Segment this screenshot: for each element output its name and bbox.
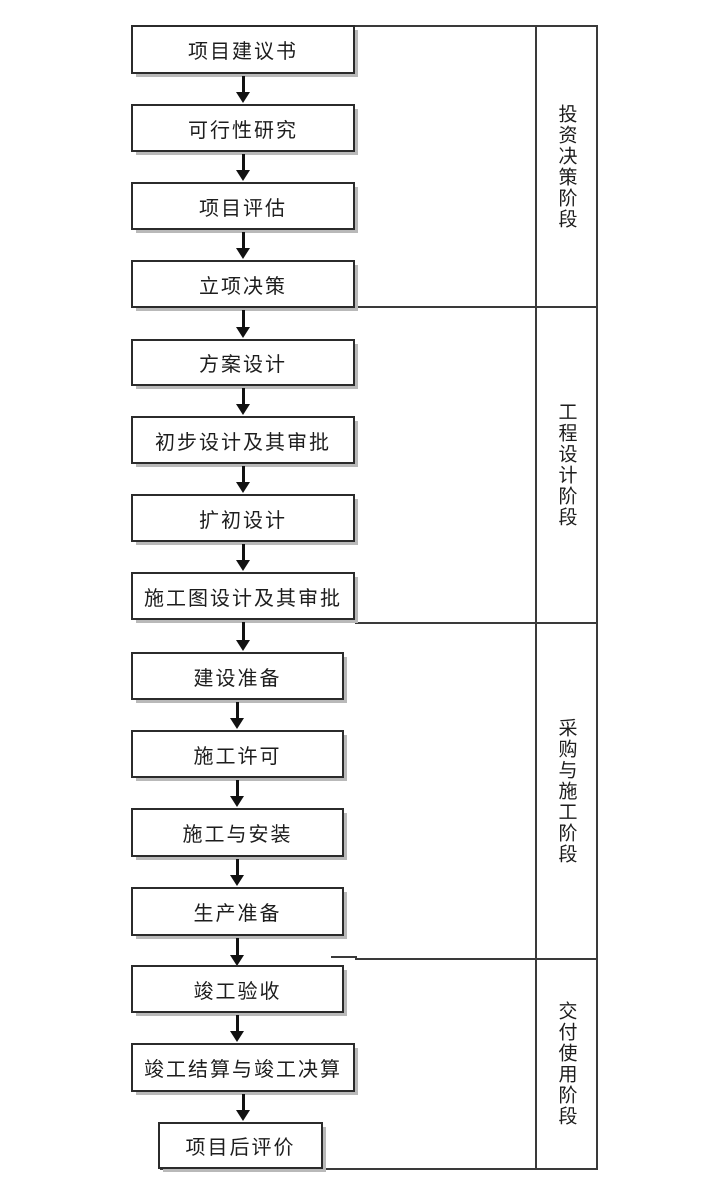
- flow-node-1[interactable]: 项目建议书: [131, 25, 355, 74]
- flow-node-10[interactable]: 施工许可: [131, 730, 344, 778]
- phase-label-4: 交付使用阶段: [555, 1001, 578, 1127]
- flow-node-4[interactable]: 立项决策: [131, 260, 355, 308]
- phase-divider-1: [355, 306, 598, 308]
- flow-arrow-5: [235, 388, 251, 415]
- flow-node-9[interactable]: 建设准备: [131, 652, 344, 700]
- flow-arrow-12: [229, 938, 245, 966]
- flow-arrow-7: [235, 544, 251, 571]
- phase-divider-2: [355, 622, 598, 624]
- phase-table-column-divider: [535, 25, 537, 1170]
- phase-label-1: 投资决策阶段: [555, 103, 578, 230]
- flow-arrow-4: [235, 310, 251, 338]
- phase-divider-3: [355, 958, 598, 960]
- flow-node-14[interactable]: 竣工结算与竣工决算: [131, 1043, 355, 1092]
- flow-arrow-11: [229, 859, 245, 886]
- flow-node-7[interactable]: 扩初设计: [131, 494, 355, 542]
- flow-node-15[interactable]: 项目后评价: [158, 1122, 323, 1169]
- flow-node-12[interactable]: 生产准备: [131, 887, 344, 936]
- flow-arrow-10: [229, 780, 245, 807]
- flow-node-6[interactable]: 初步设计及其审批: [131, 416, 355, 464]
- flow-node-8[interactable]: 施工图设计及其审批: [131, 572, 355, 620]
- flow-arrow-9: [229, 702, 245, 729]
- flow-arrow-8: [235, 622, 251, 651]
- phase-table: 投资决策阶段 工程设计阶段 采购与施工阶段 交付使用阶段: [355, 25, 598, 1170]
- flow-node-13[interactable]: 竣工验收: [131, 965, 344, 1013]
- flow-arrow-6: [235, 466, 251, 493]
- phase-label-3: 采购与施工阶段: [555, 717, 578, 865]
- phase-divider-stub-3: [331, 956, 357, 958]
- flow-arrow-13: [229, 1015, 245, 1042]
- phase-divider-stub-bottom: [160, 1168, 357, 1170]
- flow-node-3[interactable]: 项目评估: [131, 182, 355, 230]
- flow-arrow-14: [235, 1094, 251, 1121]
- flow-arrow-1: [235, 76, 251, 103]
- flow-arrow-3: [235, 232, 251, 259]
- flow-node-5[interactable]: 方案设计: [131, 339, 355, 386]
- phase-divider-stub-2: [331, 620, 357, 622]
- flow-node-11[interactable]: 施工与安装: [131, 808, 344, 857]
- phase-label-2: 工程设计阶段: [555, 402, 578, 528]
- flow-node-2[interactable]: 可行性研究: [131, 104, 355, 152]
- flow-arrow-2: [235, 154, 251, 181]
